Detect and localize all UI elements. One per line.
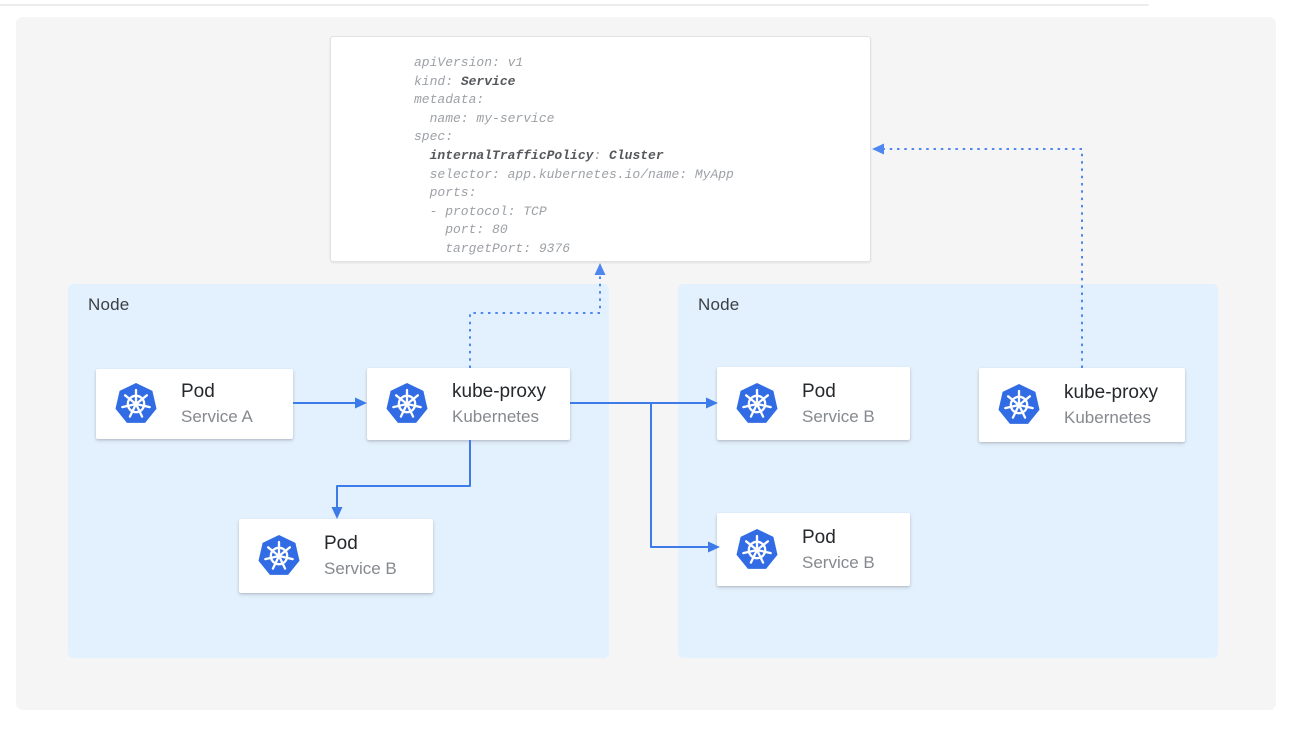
node-label: Node xyxy=(698,295,740,314)
card-title: Pod xyxy=(802,526,836,548)
card-title: kube-proxy xyxy=(452,381,546,402)
node-box-right: Node Pod Service B Pod Service B kube-pr… xyxy=(678,284,1218,658)
card-kube-proxy-left: kube-proxy Kubernetes xyxy=(367,368,570,440)
card-pod-service-a: Pod Service A xyxy=(96,369,293,439)
card-pod-service-b-left: Pod Service B xyxy=(239,519,433,593)
kubernetes-wheel-icon xyxy=(257,534,301,578)
node-label: Node xyxy=(88,295,130,314)
yaml-code-line: name: my-service xyxy=(414,110,555,126)
top-divider-line xyxy=(0,4,1149,6)
yaml-code-line: internalTrafficPolicy: Cluster xyxy=(429,147,664,163)
card-subtitle: Service B xyxy=(324,559,397,578)
kubernetes-wheel-icon xyxy=(735,528,779,572)
card-subtitle: Service B xyxy=(802,552,875,572)
yaml-code-line: targetPort: 9376 xyxy=(414,240,571,256)
yaml-code-line: ports: xyxy=(414,185,477,201)
kubernetes-wheel-icon xyxy=(735,382,779,426)
card-subtitle: Service A xyxy=(181,407,253,426)
card-subtitle: Kubernetes xyxy=(1064,408,1151,427)
yaml-code-line: kind: Service xyxy=(414,73,516,89)
card-subtitle: Kubernetes xyxy=(452,407,539,426)
yaml-code-line: - protocol: TCP xyxy=(414,203,547,219)
yaml-code-line: spec: xyxy=(414,129,454,145)
kubernetes-wheel-icon xyxy=(114,382,158,426)
card-pod-service-b-right-2: Pod Service B xyxy=(717,513,910,586)
card-title: Pod xyxy=(802,380,836,402)
card-pod-service-b-right-1: Pod Service B xyxy=(717,367,910,440)
card-subtitle: Service B xyxy=(802,406,875,426)
card-title: kube-proxy xyxy=(1064,382,1158,403)
kubernetes-wheel-icon xyxy=(997,383,1041,427)
service-yaml-box: apiVersion: v1 kind: Service metadata: nam… xyxy=(330,36,871,262)
yaml-code-line: selector: app.kubernetes.io/name: MyApp xyxy=(414,166,734,182)
card-title: Pod xyxy=(181,381,215,402)
yaml-code-line: metadata: xyxy=(414,92,485,108)
card-kube-proxy-right: kube-proxy Kubernetes xyxy=(979,368,1185,442)
yaml-code-line: apiVersion: v1 xyxy=(414,55,524,70)
kubernetes-wheel-icon xyxy=(385,382,429,426)
node-box-left: Node Pod Service A kube-proxy Kubernetes… xyxy=(68,284,609,658)
card-title: Pod xyxy=(324,533,358,554)
yaml-code-line: port: 80 xyxy=(414,222,508,238)
